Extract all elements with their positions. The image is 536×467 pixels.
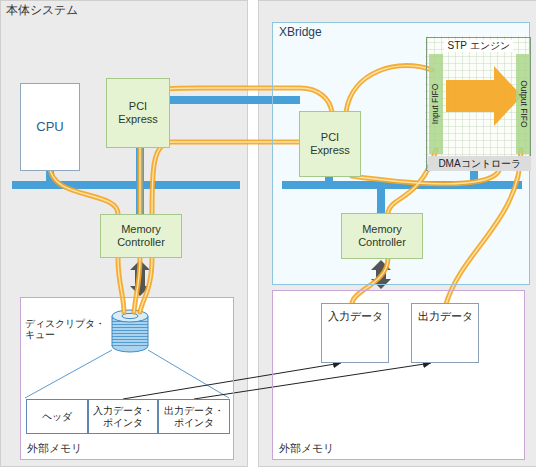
- node-label: 入力データ: [328, 310, 383, 323]
- node-label: DMAコントローラ: [438, 158, 520, 170]
- memory-region: 外部メモリ ディスクリプタ・キューヘッダ 入力データ・ポインタ出力データ・ポインタ: [20, 297, 234, 460]
- node-label: 入力データ・ポインタ: [92, 405, 154, 428]
- descriptor-queue: ディスクリプタ・キュー: [25, 307, 111, 351]
- node-label: ヘッダ: [42, 411, 72, 423]
- input-fifo: Input FIFO: [429, 54, 443, 154]
- descriptor-field: ヘッダ: [26, 399, 88, 434]
- xbridge-fill: [272, 22, 530, 285]
- data-buffer: 出力データ: [411, 303, 479, 363]
- stp-grid: [425, 36, 530, 170]
- node-label: Output FIFO: [518, 80, 528, 127]
- pcie-box: PCI Express: [106, 78, 170, 148]
- bus-bar: [12, 181, 240, 189]
- node-label: Input FIFO: [431, 84, 441, 125]
- node-label: STP エンジン: [444, 40, 512, 52]
- stp-fill: [425, 36, 530, 170]
- node-label: 出力データ・ポインタ: [162, 405, 226, 428]
- dma-controller: DMAコントローラ: [428, 156, 531, 171]
- pcie-box: PCI Express: [299, 111, 361, 177]
- node-label: 外部メモリ: [27, 442, 82, 455]
- flow-core: [446, 150, 521, 304]
- output-fifo: Output FIFO: [516, 54, 530, 154]
- descriptor-field: 出力データ・ポインタ: [158, 399, 230, 434]
- bus-stub: [377, 188, 385, 214]
- data-flow: [50, 66, 521, 312]
- system-panel: 本体システム CPU PCI ExpressMemory Controller 外部メ…: [0, 0, 248, 467]
- node-label: PCI Express: [303, 131, 357, 156]
- ring-side: [148, 316, 149, 346]
- bridge-bar: [168, 96, 300, 104]
- memory-fill: [20, 297, 234, 460]
- node-label: 外部メモリ: [279, 442, 334, 455]
- memory-controller-box: Memory Controller: [341, 213, 423, 259]
- fan-line: [148, 350, 229, 398]
- right-panel: [259, 1, 536, 467]
- descriptor-ring: [112, 310, 148, 352]
- node-label: Memory Controller: [345, 223, 419, 248]
- ring-top: [112, 310, 148, 322]
- processing-arrow: [446, 66, 522, 126]
- node-label: PCI Express: [110, 100, 166, 125]
- node-label: XBridge: [279, 26, 322, 40]
- pointer-arrow: [194, 363, 431, 399]
- fan-line: [25, 350, 112, 398]
- node-label: Memory Controller: [104, 223, 178, 248]
- xbridge-board: XBridgeSTP エンジン Input FIFO Output FIFO DMAコ…: [272, 22, 530, 285]
- flow-core: [346, 66, 432, 112]
- flow-path: [446, 150, 521, 304]
- descriptor-field: 入力データ・ポインタ: [88, 399, 158, 434]
- flow-path: [346, 66, 432, 112]
- stp-engine: STP エンジン Input FIFO Output FIFO DMAコントローラ: [426, 37, 531, 171]
- node-label: 本体システム: [6, 4, 78, 18]
- memory-region: 外部メモリ 入力データ 出力データ: [272, 290, 525, 460]
- data-buffer: 入力データ: [321, 303, 389, 363]
- node-label: CPU: [36, 120, 63, 135]
- memory-fill: [272, 290, 525, 460]
- node-label: 出力データ: [418, 310, 473, 323]
- memory-controller-box: Memory Controller: [100, 214, 182, 258]
- cpu-box: CPU: [20, 83, 80, 171]
- ring-side: [112, 316, 113, 346]
- node-label: ディスクリプタ・キュー: [25, 318, 111, 341]
